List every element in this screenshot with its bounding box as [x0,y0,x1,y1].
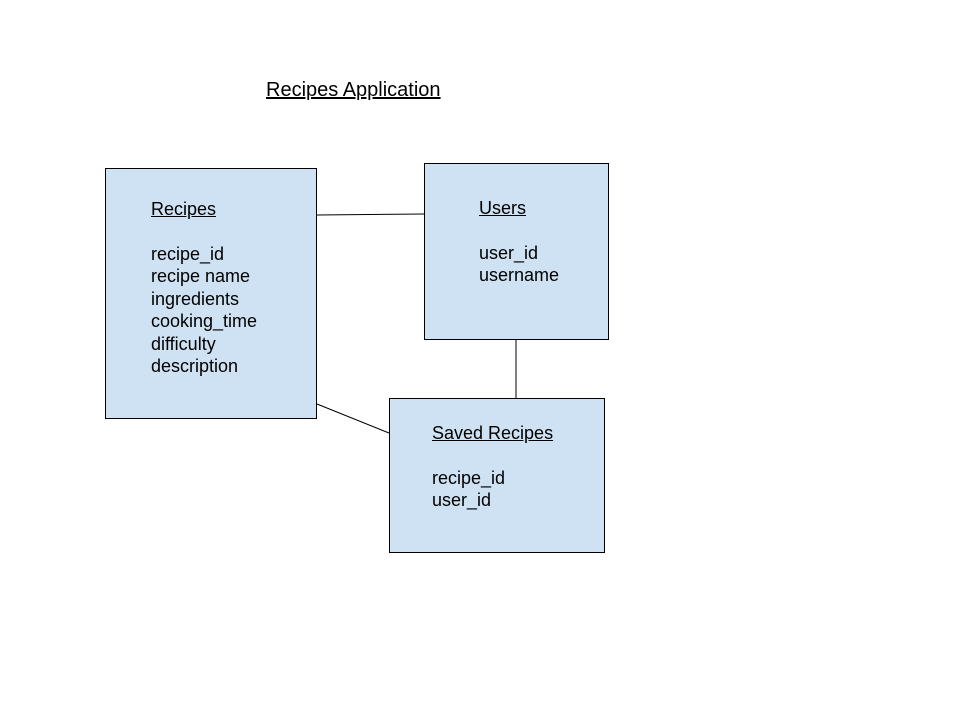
entity-name: Saved Recipes [432,423,554,443]
connector-recipes-users [316,213,425,216]
field-item: recipe_id [151,244,225,264]
entity-saved-recipes[interactable]: Saved Recipes recipe_id user_id [389,398,605,553]
field-item: username [479,265,560,286]
field-item: description [151,356,239,377]
entity-users[interactable]: Users user_id username [424,163,609,340]
field-item: cooking_time [151,311,258,332]
entity-name: Recipes [151,199,217,219]
entity-name: Users [479,198,527,218]
entity-recipes[interactable]: Recipes recipe_id recipe name ingredient… [105,168,317,419]
field-item: user_id [479,243,539,263]
field-item: recipe name [151,266,251,287]
connector-recipes-saved-recipes [316,403,390,434]
field-item: recipe_id [432,468,506,488]
diagram-title: Recipes Application [266,79,441,101]
field-list: recipe_id user_id [432,467,505,512]
field-item: user_id [432,490,492,511]
field-list: user_id username [479,242,559,287]
field-list: recipe_id recipe name ingredients cookin… [151,243,257,377]
field-item: ingredients [151,288,240,309]
field-item: difficulty [151,333,216,354]
